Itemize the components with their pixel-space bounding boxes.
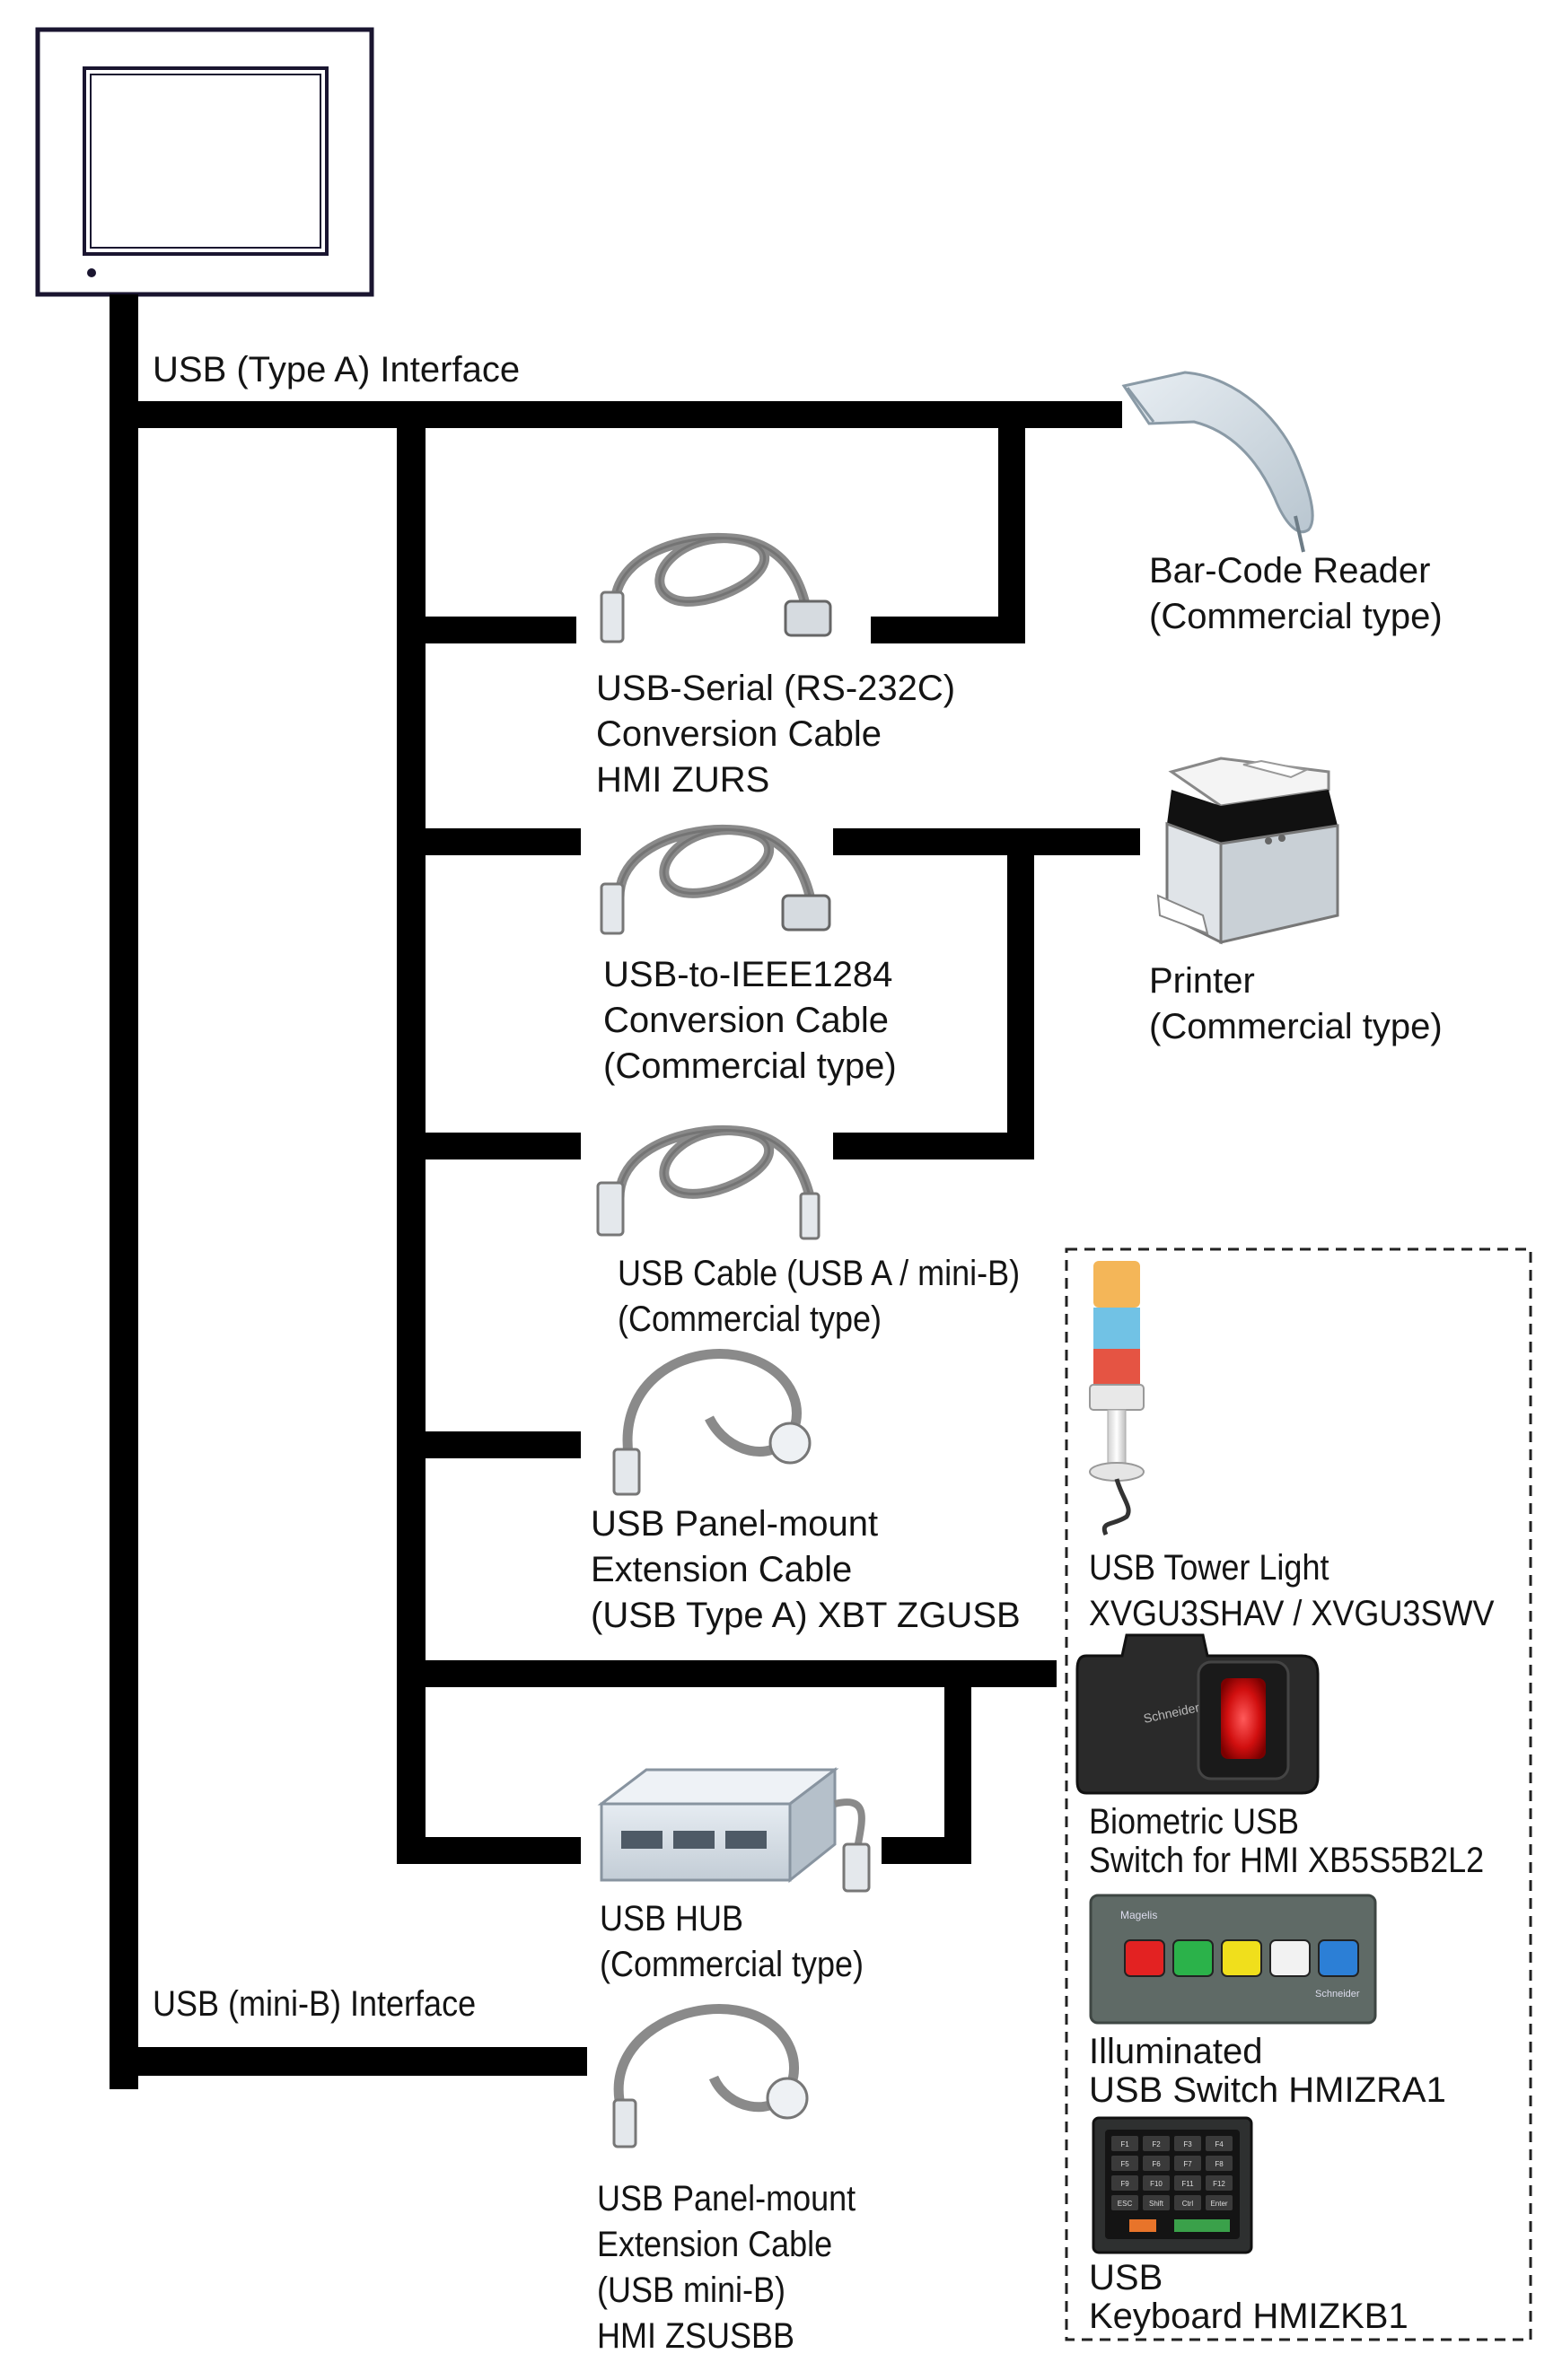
keyboard-key [1174,2195,1201,2210]
keyboard-key [1174,2136,1201,2151]
usb-type-a-interface-label: USB (Type A) Interface [153,350,521,389]
connection-lines [110,294,1140,2089]
usb-hub-label: USB HUB(Commercial type) [600,1899,864,1984]
usb-hub-image [597,1766,871,1893]
keyboard-key-label: F7 [1183,2160,1192,2168]
keyboard-key-label: F1 [1120,2140,1129,2148]
keyboard-key-label: F5 [1120,2160,1129,2168]
usb-ieee1284-cable-image [600,829,831,935]
keyboard-key-label: F12 [1213,2180,1225,2188]
keyboard-key [1206,2136,1233,2151]
main-trunk [110,294,138,2089]
keyboard-key [1206,2195,1233,2210]
keyboard-key [1206,2156,1233,2171]
keyboard-key [1111,2156,1138,2171]
usb-serial-cable-image [600,538,832,643]
switch-brand-label: Magelis [1120,1909,1157,1921]
keyboard-key [1111,2175,1138,2191]
keyboard-key [1111,2195,1138,2210]
maker-mark-switch: Schneider [1315,1989,1360,1999]
usb-a-minib-cable-label: USB Cable (USB A / mini-B)(Commercial ty… [618,1254,1021,1339]
printer-image [1156,757,1339,945]
keyboard-key-label: F9 [1120,2180,1129,2188]
keyboard-key-label: F3 [1183,2140,1192,2148]
keyboard-key [1143,2175,1170,2191]
keyboard-key [1143,2195,1170,2210]
usb-mini-b-bus [110,2047,587,2076]
keyboard-key-label: F4 [1215,2140,1224,2148]
keyboard-key-label: F2 [1152,2140,1161,2148]
keyboard-key [1111,2136,1138,2151]
usb-a-bus [110,401,1122,428]
schneider-accessories-group [1065,1247,1532,2341]
usb-panel-mount-minib-cable-image [612,2004,809,2148]
keyboard-key [1174,2175,1201,2191]
keyboard-key [1143,2136,1170,2151]
keyboard-key-label: F8 [1215,2160,1224,2168]
barcode-reader-image [1121,371,1314,553]
keyboard-key-label: Enter [1210,2200,1227,2208]
tower-light-image [1089,1261,1145,1536]
keyboard-key-label: F10 [1150,2180,1163,2188]
keyboard-key [1174,2156,1201,2171]
illuminated-switch-image: Magelis Schneider [1089,1894,1377,2025]
keyboard-key-label: F6 [1152,2160,1161,2168]
keyboard-key-label: Shift [1149,2200,1164,2208]
barcode-reader-label: Bar-Code Reader(Commercial type) [1149,551,1443,636]
usb-mini-b-interface-label: USB (mini-B) Interface [153,1984,477,2024]
keyboard-key [1206,2175,1233,2191]
usb-panel-mount-a-cable-image [612,1349,812,1496]
keyboard-key-label: ESC [1118,2200,1133,2208]
biometric-switch-image: Schneider [1075,1633,1320,1795]
keyboard-key-label: Ctrl [1182,2200,1194,2208]
keyboard-key-label: F11 [1181,2180,1194,2188]
hmi-panel [35,27,374,297]
usb-a-minib-cable-image [596,1130,820,1240]
printer-label: Printer(Commercial type) [1149,961,1443,1046]
keyboard-key [1143,2156,1170,2171]
